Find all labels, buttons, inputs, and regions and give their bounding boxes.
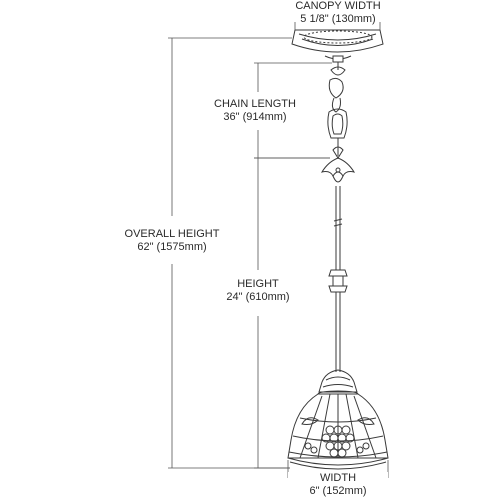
- shade-fitter: [317, 369, 359, 398]
- width-value: 6" (152mm): [309, 485, 367, 497]
- glass-shade: [287, 393, 389, 470]
- chain-length-label: CHAIN LENGTH 36" (914mm): [200, 98, 310, 124]
- canopy: [291, 29, 384, 63]
- overall-height-value: 62" (1575mm): [137, 241, 207, 253]
- height-label: HEIGHT 24" (610mm): [208, 278, 308, 304]
- canopy-width-dimension: [294, 22, 381, 30]
- chain: [327, 62, 348, 159]
- width-label: WIDTH 6" (152mm): [288, 472, 388, 498]
- height-value: 24" (610mm): [226, 291, 290, 303]
- canopy-width-label: CANOPY WIDTH 5 1/8" (130mm): [282, 0, 394, 26]
- canopy-width-title: CANOPY WIDTH: [295, 0, 381, 12]
- height-dimension: [254, 157, 330, 469]
- canopy-width-value: 5 1/8" (130mm): [300, 13, 376, 25]
- width-title: WIDTH: [319, 472, 357, 484]
- chain-length-title: CHAIN LENGTH: [214, 98, 296, 110]
- overall-height-title: OVERALL HEIGHT: [124, 228, 220, 240]
- chain-length-value: 36" (914mm): [223, 111, 287, 123]
- height-title: HEIGHT: [237, 278, 279, 290]
- rod: [328, 186, 348, 372]
- hook-ornament: [320, 157, 356, 183]
- overall-height-label: OVERALL HEIGHT 62" (1575mm): [112, 228, 232, 254]
